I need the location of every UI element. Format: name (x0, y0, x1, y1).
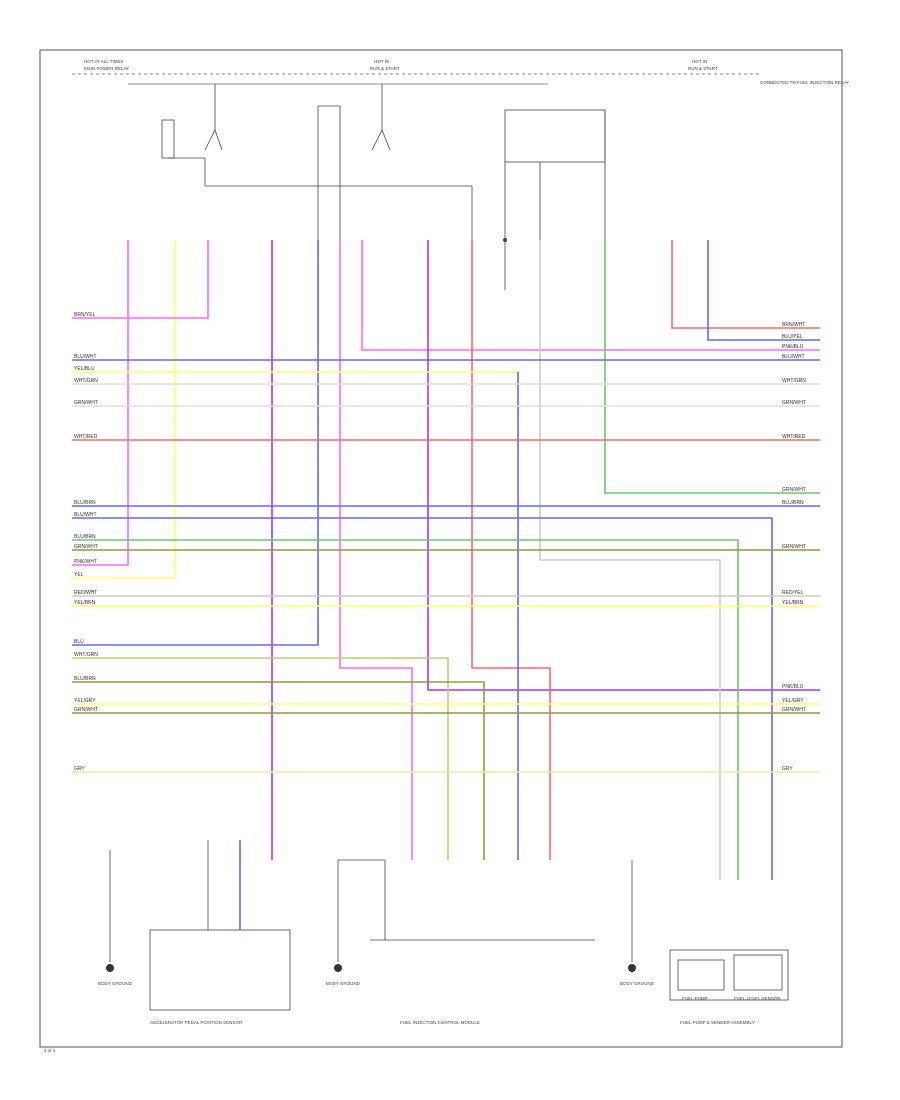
fuel-assembly-box (669, 949, 789, 1001)
right-label-6: GRN/WHT (782, 400, 806, 406)
fuel-pump-label: FUEL PUMP (682, 996, 708, 1001)
wire-purple-2 (427, 240, 820, 691)
relay-block (161, 84, 606, 290)
left-label-15: BLU (74, 639, 84, 645)
wire-runs (72, 240, 820, 880)
hot-in-run-start-label-2: HOT IN (692, 59, 707, 64)
ground-symbol-1 (106, 964, 114, 972)
left-label-14: YEL/BRN (74, 600, 96, 606)
wire-pink-1 (72, 240, 129, 566)
page-number: 3 of 4 (44, 1048, 56, 1053)
left-label-12: YEL (74, 572, 84, 578)
wire-green-1 (604, 240, 820, 494)
left-label-5: GRN/WHT (74, 400, 98, 406)
wire-blue-6 (72, 517, 773, 880)
power-bus: HOT AT ALL TIMES MAIN POWER RELAY HOT IN… (72, 59, 849, 85)
left-label-17: BLU/BRN (74, 676, 96, 682)
left-label-1: BRN/YEL (74, 312, 96, 318)
right-wire-labels: BRN/WHT BLU/YEL PNK/BLU BLU/WHT WHT/GRN … (782, 322, 806, 772)
main-power-relay-label: MAIN POWER RELAY (84, 66, 129, 71)
group3-label: FUEL PUMP & SENDER ASSEMBLY (680, 1020, 755, 1025)
left-label-7: BLU/BRN (74, 500, 96, 506)
pedal-sensor-box (149, 929, 291, 1011)
left-label-2: BLU/WHT (74, 354, 97, 360)
right-label-2: BLU/YEL (782, 334, 803, 340)
wire-pink-3 (339, 240, 413, 860)
relay-note: CONNECTED TO FUEL INJECTION RELAY (760, 80, 849, 85)
run-start-label-2: RUN & START (688, 66, 718, 71)
left-label-4: WHT/GRN (74, 378, 98, 384)
wire-blue-1 (72, 240, 319, 646)
left-label-16: WHT/GRN (74, 652, 98, 658)
bottom-components: BODY GROUND ACCELERATOR PEDAL POSITION S… (44, 840, 789, 1053)
left-label-13: RED/WHT (74, 590, 97, 596)
ground-label-1: BODY GROUND (98, 981, 133, 986)
left-wire-labels: BRN/YEL BLU/WHT YEL/BLU WHT/GRN GRN/WHT … (74, 312, 98, 772)
left-label-3: YEL/BLU (74, 366, 95, 372)
wire-olive-2 (72, 657, 449, 860)
group1-label: ACCELERATOR PEDAL POSITION SENSOR (150, 1020, 243, 1025)
right-label-5: WHT/GRN (782, 378, 806, 384)
ground-symbol-2 (334, 964, 342, 972)
left-label-9: BLU/BRN (74, 534, 96, 540)
run-start-label-1: RUN & START (370, 66, 400, 71)
wire-yellow-1 (72, 240, 176, 579)
right-label-3: PNK/BLU (782, 344, 804, 350)
right-label-4: BLU/WHT (782, 354, 805, 360)
left-label-19: GRN/WHT (74, 707, 98, 713)
right-label-14: YEL/GRY (782, 698, 804, 704)
hot-at-all-times-label: HOT AT ALL TIMES (84, 59, 124, 64)
ground-symbol-3 (628, 964, 636, 972)
right-label-13: PNK/BLU (782, 684, 804, 690)
right-label-11: RED/YEL (782, 590, 804, 596)
fuel-level-box (733, 954, 783, 991)
left-label-6: WHT/RED (74, 434, 98, 440)
wire-gray-1 (539, 240, 721, 880)
right-label-12: YEL/BRN (782, 600, 804, 606)
wire-pink-2 (72, 240, 209, 319)
ground-label-3: BODY GROUND (620, 981, 655, 986)
wire-blue-2 (707, 240, 820, 341)
right-label-15: GRN/WHT (782, 707, 806, 713)
left-label-18: YEL/GRY (74, 698, 96, 704)
wire-red-1 (471, 240, 551, 860)
diagram-border (39, 49, 843, 1048)
fuel-pump-box (677, 959, 725, 991)
fuel-level-label: FUEL LEVEL SENSOR (734, 996, 781, 1001)
wire-olive-3 (72, 681, 485, 860)
wire-pink-4 (361, 240, 820, 351)
left-label-8: BLU/WHT (74, 512, 97, 518)
left-label-11: PNK/WHT (74, 559, 97, 565)
right-label-9: BLU/BRN (782, 500, 804, 506)
wire-red-2 (671, 240, 820, 329)
group2-label: FUEL INJECTION CONTROL MODULE (400, 1020, 480, 1025)
hot-in-run-start-label-1: HOT IN (374, 59, 389, 64)
ground-label-2: BODY GROUND (326, 981, 361, 986)
right-label-7: WHT/RED (782, 434, 806, 440)
wire-green-2 (72, 539, 739, 880)
right-label-1: BRN/WHT (782, 322, 805, 328)
right-label-8: GRN/WHT (782, 487, 806, 493)
right-label-16: GRY (782, 766, 793, 772)
left-label-10: GRN/WHT (74, 544, 98, 550)
right-label-10: GRN/WHT (782, 544, 806, 550)
left-label-20: GRY (74, 766, 85, 772)
